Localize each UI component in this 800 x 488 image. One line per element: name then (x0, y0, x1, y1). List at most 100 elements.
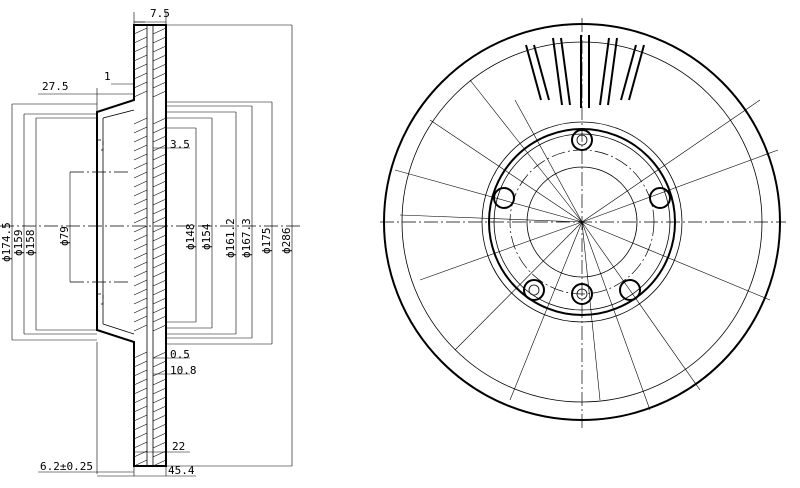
label-hat-height: 10.8 (170, 364, 197, 377)
vent-slot-edge (552, 37, 563, 106)
hatch-line (152, 378, 167, 386)
hatch-line (133, 171, 148, 179)
hatch-line (133, 315, 148, 323)
hatch-line (133, 288, 148, 296)
section-ray (581, 221, 701, 391)
label-d175: ϕ175 (260, 228, 273, 255)
hatch-line (133, 207, 148, 215)
hatch-line (152, 315, 167, 323)
hatch-line (133, 90, 148, 98)
hatch-line (152, 360, 167, 368)
hatch-line (152, 153, 167, 161)
label-d174-5: ϕ174.5 (0, 222, 13, 262)
hatch-line (133, 432, 148, 440)
hatch-line (152, 216, 167, 224)
label-flange-thk: 3.5 (170, 138, 190, 151)
hatch-line (152, 252, 167, 260)
hatch-line (133, 72, 148, 80)
section-rays (394, 79, 779, 411)
hatch-line (152, 351, 167, 359)
vent-slot-edge (620, 44, 637, 101)
section-ray (399, 214, 583, 223)
bolt-hole (571, 283, 593, 305)
hatch-line (133, 396, 148, 404)
label-overall-width: 45.4 (168, 464, 195, 477)
hatch-line (133, 45, 148, 53)
hatch-line (133, 225, 148, 233)
section-ray (454, 221, 583, 351)
hatch-line (152, 126, 167, 134)
hatch-line (133, 243, 148, 251)
label-hat-radius: 0.5 (170, 348, 190, 361)
hatch-line (152, 171, 167, 179)
bolt-hole-upper (97, 139, 104, 151)
hatch-line (152, 306, 167, 314)
vent-slots (525, 35, 645, 108)
bolt-hole (649, 187, 671, 209)
section-ray (429, 119, 583, 223)
hatch-line (152, 54, 167, 62)
hatch-line (133, 162, 148, 170)
hatch-line (152, 36, 167, 44)
hatch-line (133, 153, 148, 161)
side-section-view: 7.5 1 27.5 3.5 0.5 10.8 22 6.2±0.25 45.4… (0, 7, 300, 477)
hatch-line (152, 459, 167, 467)
section-ray (419, 221, 583, 281)
hatch-line (152, 81, 167, 89)
rotor-outline (96, 24, 167, 467)
bolt-hole (523, 279, 545, 301)
hatch-line (152, 225, 167, 233)
bolt-hole-inner (576, 134, 588, 146)
hatch-line (133, 36, 148, 44)
section-ray (509, 221, 583, 401)
hatch-line (152, 414, 167, 422)
hatch-line (133, 63, 148, 71)
bolt-hole-lower (97, 293, 104, 305)
hatch-line (133, 135, 148, 143)
bolt-hole (493, 187, 515, 209)
hatch-line (133, 441, 148, 449)
hatch-line (133, 297, 148, 305)
label-d79: ϕ79 (58, 226, 71, 246)
hatch-line (152, 117, 167, 125)
bolt-hole-inner (576, 288, 588, 300)
hatch-line (152, 90, 167, 98)
hatch-line (133, 144, 148, 152)
hatch-line (152, 387, 167, 395)
hatch-line (152, 297, 167, 305)
hatch-line (152, 234, 167, 242)
label-d159: ϕ159 (12, 230, 25, 257)
label-d154: ϕ154 (200, 223, 213, 250)
hatch-line (152, 162, 167, 170)
label-d148: ϕ148 (184, 224, 197, 251)
hatch-line (133, 459, 148, 467)
hatch-line (152, 27, 167, 35)
label-hat-step: 1 (104, 70, 111, 83)
bolt-holes (493, 129, 671, 305)
label-top-width: 7.5 (150, 7, 170, 20)
hatch-line (152, 189, 167, 197)
hatch-line (152, 207, 167, 215)
hatch-line (152, 396, 167, 404)
bolt-hole-inner (528, 284, 540, 296)
hatch-line (133, 126, 148, 134)
hatch-line (152, 63, 167, 71)
vent-slot-edge (525, 44, 542, 101)
hatch-line (152, 279, 167, 287)
hatch-line (133, 198, 148, 206)
hatch-line (133, 378, 148, 386)
hatch-line (133, 189, 148, 197)
hatch-line (133, 351, 148, 359)
section-ray (581, 221, 601, 401)
hatch-line (133, 279, 148, 287)
bolt-hole (571, 129, 593, 151)
hatch-line (133, 180, 148, 188)
hatch-line (152, 45, 167, 53)
hatch-line (133, 261, 148, 269)
section-ray (581, 99, 761, 223)
hatch-line (152, 180, 167, 188)
label-bottom-tolerance: 6.2±0.25 (40, 460, 93, 473)
hatch-line (152, 72, 167, 80)
hatch-line (133, 387, 148, 395)
